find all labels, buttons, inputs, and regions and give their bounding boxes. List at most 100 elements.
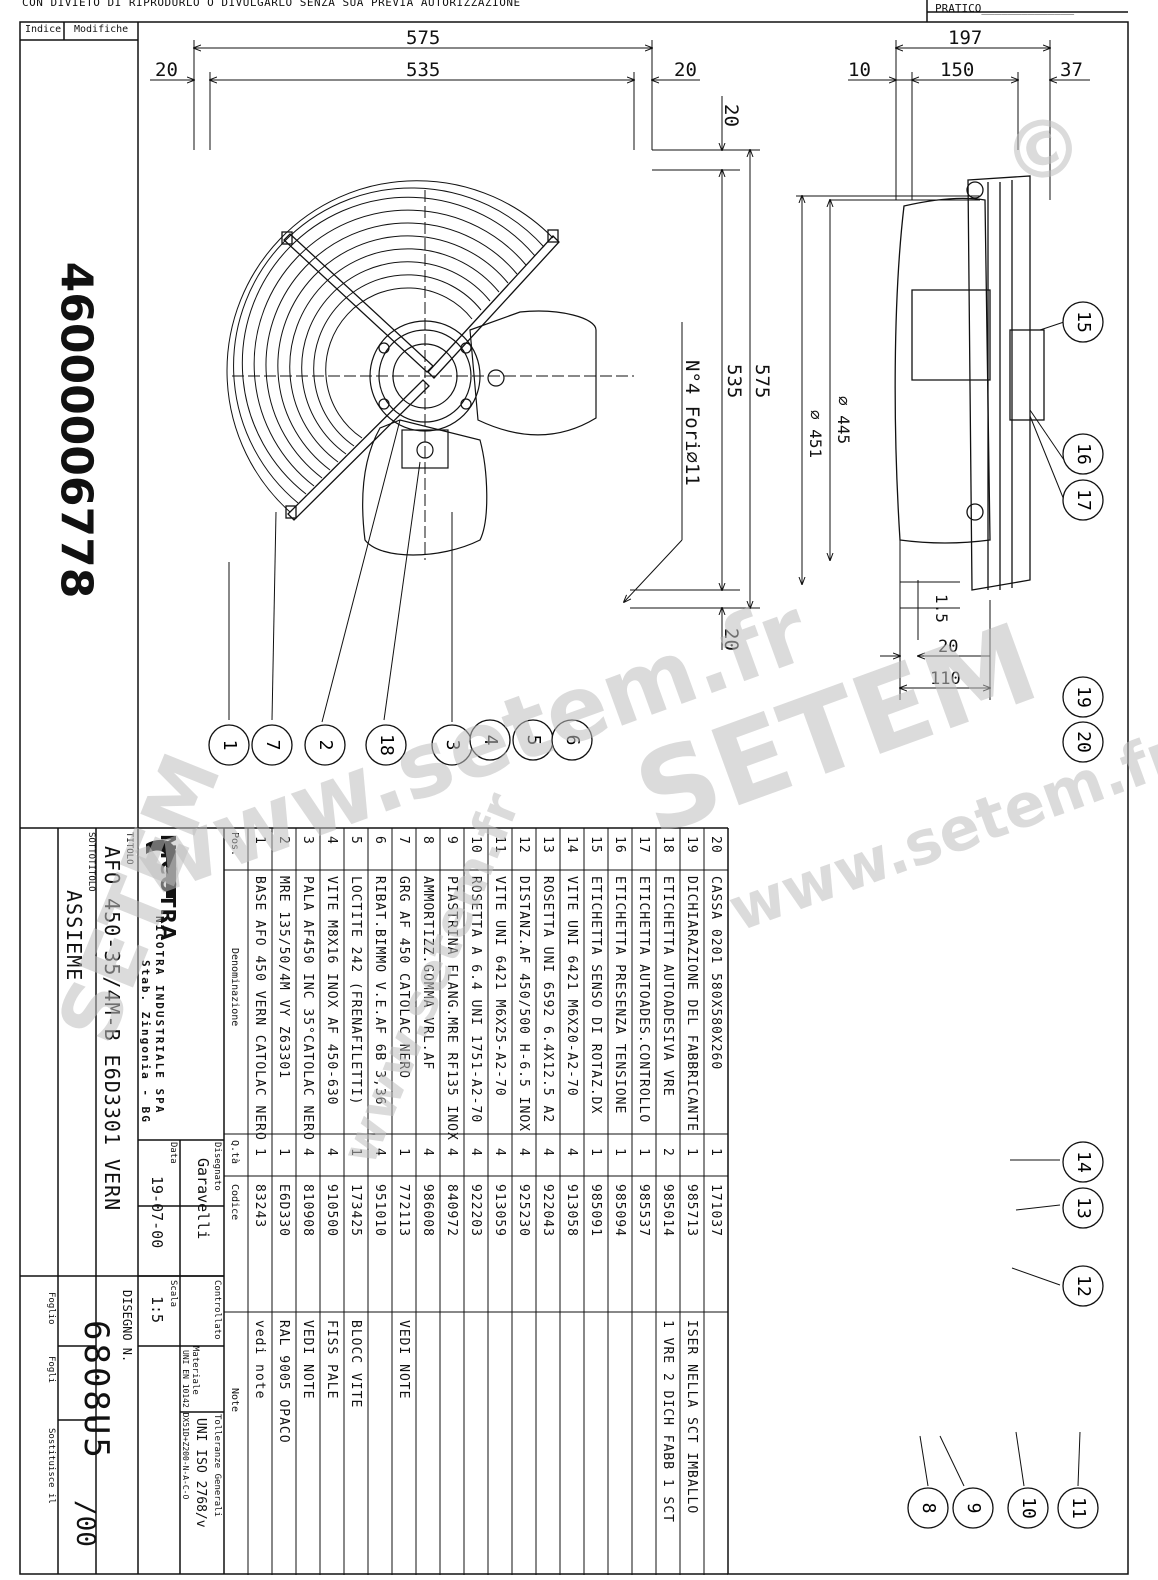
- dim-20-left: 20: [155, 59, 178, 81]
- copyright-notice: CON DIVIETO DI RIPRODURLO O DIVULGARLO S…: [22, 0, 521, 9]
- dim-dia-451: ⌀ 451: [806, 410, 825, 458]
- balloon-11: 11: [1057, 1487, 1099, 1529]
- bom-pos: 12: [516, 836, 531, 854]
- disegno-label: DISEGNO N.: [120, 1290, 134, 1363]
- dim-20-right: 20: [674, 59, 697, 81]
- tolleranze-value: UNI ISO 2768/v: [193, 1418, 208, 1528]
- bom-qty: 1: [684, 1148, 699, 1157]
- dim-1-5: 1.5: [932, 594, 951, 623]
- bom-note: vedi note: [252, 1320, 267, 1400]
- balloon-12: 12: [1062, 1265, 1104, 1307]
- bom-codice: 951010: [372, 1184, 387, 1237]
- bom-denominazione: VITE M8X16 INOX AF 450-630: [324, 876, 339, 1106]
- balloon-7: 7: [251, 724, 293, 766]
- scala-label: Scala: [168, 1280, 178, 1308]
- bom-qty: 4: [540, 1148, 555, 1157]
- bom-denominazione: ETICHETTA AUTOADESIVA VRE: [660, 876, 675, 1097]
- bom-pos: 14: [564, 836, 579, 854]
- balloon-14: 14: [1062, 1141, 1104, 1183]
- bom-denominazione: MRE 135/50/4M VY Z63301: [276, 876, 291, 1080]
- bom-pos: 5: [348, 836, 363, 845]
- balloon-label: 7: [262, 740, 283, 751]
- drawing-number: 6808U5: [76, 1320, 116, 1461]
- scala-value: 1:5: [148, 1296, 166, 1324]
- bom-note: ISER NELLA SCT IMBALLO: [684, 1320, 699, 1515]
- disegnato-value: Garavelli: [194, 1158, 212, 1240]
- side-view-dimensions: [796, 40, 1090, 700]
- bom-pos: 4: [324, 836, 339, 845]
- bom-denominazione: LOCTITE 242 (FRENAFILETTI): [348, 876, 363, 1106]
- bom-denominazione: ETICHETTA SENSO DI ROTAZ.DX: [588, 876, 603, 1115]
- fan-blades: [362, 310, 597, 556]
- bom-qty: 4: [516, 1148, 531, 1157]
- bom-pos: 3: [300, 836, 315, 845]
- balloon-4: 4: [469, 719, 511, 761]
- bom-codice: 173425: [348, 1184, 363, 1237]
- bom-codice: 83243: [252, 1184, 267, 1229]
- bom-qty: 4: [300, 1148, 315, 1157]
- bom-note: 1 VRE 2 DICH FABB 1 SCT: [660, 1320, 675, 1524]
- bom-codice: 985014: [660, 1184, 675, 1237]
- disegnato-label: Disegnato: [212, 1142, 222, 1191]
- bom-pos: 17: [636, 836, 651, 854]
- front-width-dimensions: [150, 40, 700, 150]
- bom-codice: 985094: [612, 1184, 627, 1237]
- dim-535-width: 535: [406, 59, 440, 81]
- bom-pos: 16: [612, 836, 627, 854]
- bom-note: VEDI NOTE: [300, 1320, 315, 1400]
- titolo-label: TITOLO: [124, 832, 134, 865]
- balloon-8: 8: [907, 1487, 949, 1529]
- bom-codice: E6D330: [276, 1184, 291, 1237]
- bom-denominazione: BASE AFO 450 VERN CATOLAC NERO: [252, 876, 267, 1141]
- sostituisce-label: Sostituisce il: [46, 1428, 56, 1504]
- bom-qty: 4: [372, 1148, 387, 1157]
- bom-qty: 4: [420, 1148, 435, 1157]
- balloon-label: 3: [442, 740, 463, 751]
- dim-20-top: 20: [720, 104, 742, 127]
- bom-qty: 4: [324, 1148, 339, 1157]
- side-view-body: [894, 175, 1045, 591]
- bom-codice: 772113: [396, 1184, 411, 1237]
- balloon-label: 1: [219, 740, 240, 751]
- dim-20-bottom: 20: [720, 628, 742, 651]
- balloon-label: 10: [1018, 1497, 1039, 1519]
- bom-codice: 922203: [468, 1184, 483, 1237]
- bom-denominazione: ETICHETTA PRESENZA TENSIONE: [612, 876, 627, 1115]
- bom-qty: 1: [252, 1148, 267, 1157]
- balloon-16: 16: [1062, 433, 1104, 475]
- bom-header-pos: Pos.: [229, 832, 240, 857]
- bom-qty: 4: [468, 1148, 483, 1157]
- bom-pos: 15: [588, 836, 603, 854]
- bom-denominazione: RIBAT.BIMMO V.E.AF 6B 3,36: [372, 876, 387, 1106]
- bom-header-denominazione: Denominazione: [229, 948, 240, 1027]
- bom-codice: 922043: [540, 1184, 555, 1237]
- leader-lines: [228, 321, 1081, 1487]
- balloon-19: 19: [1062, 676, 1104, 718]
- dim-575-width: 575: [406, 27, 440, 49]
- bom-denominazione: ROSETTA A 6.4 UNI 1751-A2-70: [468, 876, 483, 1124]
- bom-denominazione: DICHIARAZIONE DEL FABBRICANTE: [684, 876, 699, 1132]
- holes-note: N°4 Fori⌀11: [681, 360, 703, 486]
- bom-denominazione: PALA AF450 INC 35°CATOLAC NERO: [300, 876, 315, 1141]
- balloon-label: 19: [1073, 686, 1094, 708]
- bom-denominazione: VITE UNI 6421 M6X20-A2-70: [564, 876, 579, 1097]
- bom-note: BLOCC VITE: [348, 1320, 363, 1409]
- balloon-label: 2: [315, 740, 336, 751]
- balloon-10: 10: [1007, 1487, 1049, 1529]
- bom-pos: 11: [492, 836, 507, 854]
- dim-10: 10: [848, 59, 871, 81]
- bom-pos: 20: [708, 836, 723, 854]
- bom-codice: 840972: [444, 1184, 459, 1237]
- bom-qty: 2: [660, 1148, 675, 1157]
- foglio-label: Foglio: [46, 1292, 56, 1325]
- bom-qty: 4: [444, 1148, 459, 1157]
- data-value: 19-07-00: [148, 1176, 166, 1249]
- fan-hub: [369, 320, 505, 469]
- bom-codice: 925230: [516, 1184, 531, 1237]
- bom-pos: 9: [444, 836, 459, 845]
- bom-pos: 18: [660, 836, 675, 854]
- bom-codice: 985091: [588, 1184, 603, 1237]
